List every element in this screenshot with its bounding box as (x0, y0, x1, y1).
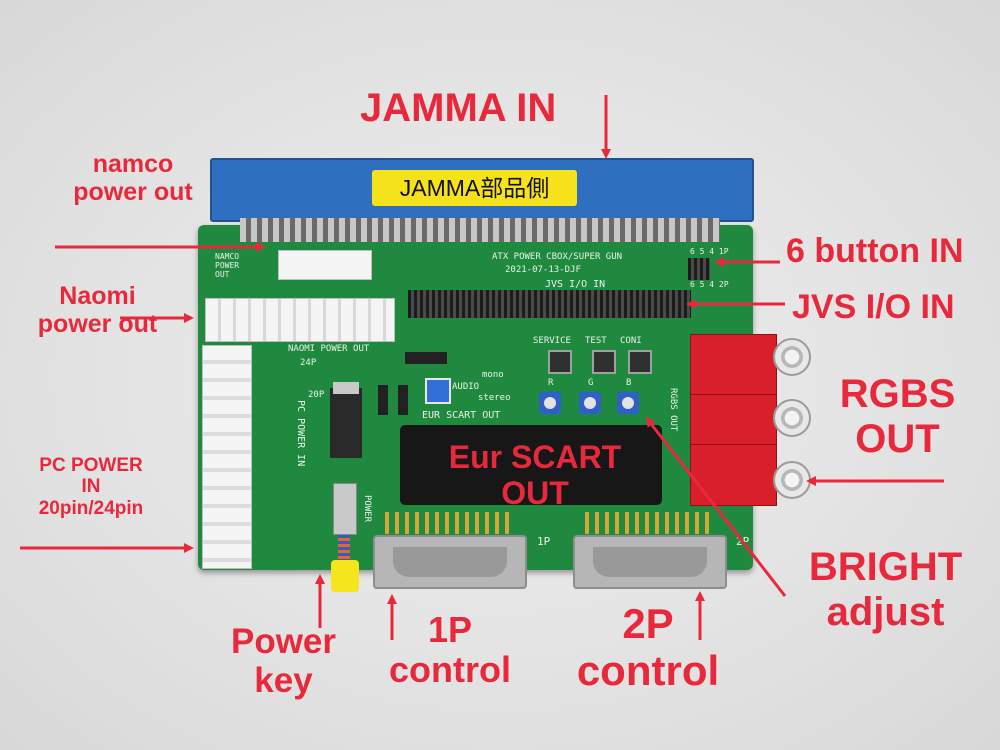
rca-jack-1 (773, 338, 811, 376)
rca-jack-3 (773, 461, 811, 499)
silk-date: 2021-07-13-DJF (505, 265, 581, 275)
silk-audio: AUDIO (452, 382, 480, 392)
db15-2p (573, 535, 727, 589)
label-scart-line2: OUT (501, 474, 569, 511)
power-switch[interactable] (333, 483, 357, 535)
silk-jvs: JVS I/O IN (545, 279, 606, 290)
label-rgbs-line2: OUT (855, 416, 940, 461)
silk-rgbs: RGBS OUT (668, 388, 678, 432)
service-button[interactable] (548, 350, 572, 374)
label-2p-control: 2P control (568, 600, 728, 694)
label-bright-line2: adjust (826, 589, 945, 634)
label-eur-scart-out: Eur SCART OUT (430, 439, 640, 512)
jamma-tag: JAMMA部品側 (372, 170, 577, 206)
db15-1p (373, 535, 527, 589)
jamma-pins (240, 218, 720, 242)
rca-housing-2 (690, 394, 777, 446)
label-bright-line1: BRIGHT (808, 545, 963, 589)
silk-b: B (626, 378, 632, 388)
label-2p-line1: 2P (622, 600, 674, 647)
label-power-key: Power key (216, 622, 351, 700)
label-jamma-in: JAMMA IN (360, 86, 557, 130)
silk-eur-scart: EUR SCART OUT (422, 410, 501, 421)
silk-six-btn-2: 6 5 4 2P (690, 280, 729, 289)
label-pc-power-line2: IN (81, 476, 101, 498)
label-1p-control: 1P control (380, 609, 520, 691)
silk-mono: mono (482, 370, 504, 380)
label-2p-line2: control (576, 647, 720, 695)
label-1p-line2: control (389, 649, 511, 691)
label-namco-line1: namco (92, 150, 174, 178)
audio-switch[interactable] (425, 378, 451, 404)
silk-namco: NAMCO POWER OUT (215, 252, 240, 279)
label-naomi-power-out: Naomi power out (20, 282, 175, 338)
db15-2p-shell (593, 547, 707, 577)
silk-service: SERVICE (533, 336, 571, 346)
label-namco-power-out: namco power out (48, 150, 218, 206)
label-naomi-line2: power out (37, 310, 158, 338)
namco-power-connector (278, 250, 372, 280)
brightness-trimmer-b[interactable] (617, 392, 639, 414)
label-pc-power-line1: PC POWER (39, 455, 143, 476)
silk-24p: 24P (300, 358, 317, 368)
coin-button[interactable] (628, 350, 652, 374)
diode (405, 352, 447, 364)
brightness-trimmer-r[interactable] (539, 392, 561, 414)
label-pc-power-in: PC POWER IN 20pin/24pin (6, 455, 176, 519)
rca-housing-1 (690, 334, 777, 396)
naomi-power-connector (205, 298, 395, 342)
label-rgbs-line1: RGBS (839, 372, 956, 416)
db15-2p-pins (585, 512, 711, 534)
label-pc-power-line3: 20pin/24pin (38, 497, 144, 519)
label-six-button-in: 6 button IN (786, 232, 964, 270)
silk-title: ATX POWER CBOX/SUPER GUN (492, 252, 623, 262)
silk-namco-line2: POWER (215, 260, 240, 270)
silk-g: G (588, 378, 594, 388)
silk-power: POWER (362, 495, 372, 523)
silk-namco-line3: OUT (215, 269, 230, 279)
silk-naomi: NAOMI POWER OUT (288, 344, 370, 354)
arrow-bright-adjust (645, 416, 787, 597)
scart-connector (400, 425, 662, 505)
label-rgbs-out: RGBS OUT (830, 372, 965, 462)
brightness-trimmer-g[interactable] (579, 392, 601, 414)
silk-six-btn-1: 6 5 4 1P (690, 247, 729, 256)
silk-test: TEST (585, 336, 607, 346)
silk-pc-power: PC POWER IN (295, 400, 306, 467)
silk-20p: 20P (308, 390, 325, 400)
label-1p-line1: 1P (427, 609, 473, 650)
power-spring (338, 535, 350, 563)
db15-1p-shell (393, 547, 507, 577)
diode-2 (378, 385, 388, 415)
silk-r: R (548, 378, 554, 388)
db15-1p-pins (385, 512, 511, 534)
six-button-header (688, 258, 710, 280)
rca-jack-2 (773, 399, 811, 437)
label-bright-adjust: BRIGHT adjust (788, 545, 983, 635)
regulator-tab (333, 382, 359, 394)
test-button[interactable] (592, 350, 616, 374)
label-jvs-io-in: JVS I/O IN (792, 288, 955, 326)
voltage-regulator (330, 388, 362, 458)
power-key-cap[interactable] (331, 560, 359, 592)
label-power-key-line1: Power (230, 622, 337, 661)
jvs-io-header (408, 290, 691, 318)
silk-1p: 1P (537, 535, 551, 548)
silk-stereo: stereo (478, 393, 511, 403)
diode-3 (398, 385, 408, 415)
label-power-key-line2: key (254, 661, 313, 701)
label-namco-line2: power out (73, 178, 193, 206)
silk-namco-line1: NAMCO (215, 252, 240, 261)
label-scart-line1: Eur SCART (448, 439, 622, 475)
label-naomi-line1: Naomi (59, 282, 136, 310)
pc-power-connector (202, 345, 252, 569)
silk-coin: CONI (620, 336, 642, 346)
